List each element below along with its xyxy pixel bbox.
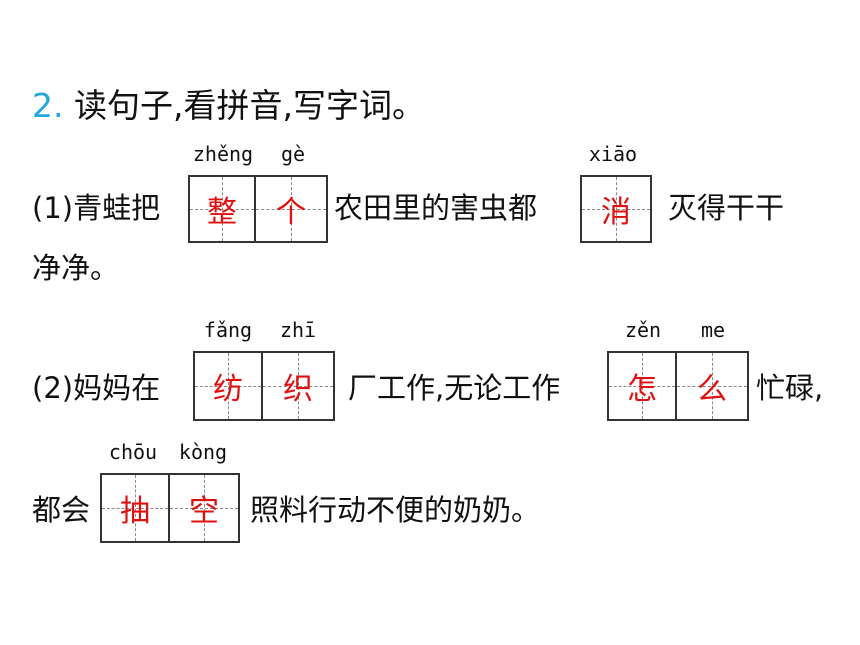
q2-mid: 厂工作,无论工作 [348,371,561,405]
answer-char: 消 [601,195,631,230]
answer-char: 织 [283,372,313,407]
q1-line2: 净净。 [32,251,120,285]
pinyin-zheng: zhěng [192,142,254,166]
pinyin-zhi: zhī [279,318,317,342]
pinyin-chou: chōu [108,440,158,464]
answer-box-zen[interactable]: 怎 [607,351,677,421]
answer-box-xiao[interactable]: 消 [580,175,652,243]
pinyin-kong: kòng [178,440,228,464]
answer-char: 怎 [627,372,657,407]
answer-box-chou[interactable]: 抽 [100,473,170,543]
answer-char: 么 [697,372,727,407]
answer-box-fang[interactable]: 纺 [193,351,263,421]
q2-tail: 忙碌, [756,371,824,405]
q2-prefix: (2)妈妈在 [32,371,161,405]
answer-box-zhi[interactable]: 织 [263,351,335,421]
pinyin-xiao: xiāo [588,142,638,166]
q1-tail: 灭得干干 [668,191,785,225]
pinyin-zen: zěn [624,318,662,342]
answer-box-me[interactable]: 么 [677,351,749,421]
pinyin-fang: fǎng [203,318,253,342]
answer-char: 抽 [120,494,150,529]
q2-line2-tail: 照料行动不便的奶奶。 [250,493,541,527]
answer-box-zheng[interactable]: 整 [188,175,256,243]
answer-char: 空 [189,494,219,529]
q1-mid: 农田里的害虫都 [334,191,538,225]
question-instruction: 读句子,看拼音,写字词。 [74,86,425,125]
answer-char: 个 [276,195,306,230]
q1-prefix: (1)青蛙把 [32,191,161,225]
answer-char: 纺 [213,372,243,407]
answer-char: 整 [207,195,237,230]
pinyin-ge: gè [280,142,306,166]
answer-box-ge[interactable]: 个 [256,175,328,243]
question-number: 2. [32,86,64,125]
pinyin-me: me [700,318,726,342]
q2-line2-prefix: 都会 [32,493,91,527]
question-heading: 2. 读句子,看拼音,写字词。 [32,86,425,126]
answer-box-kong[interactable]: 空 [170,473,240,543]
